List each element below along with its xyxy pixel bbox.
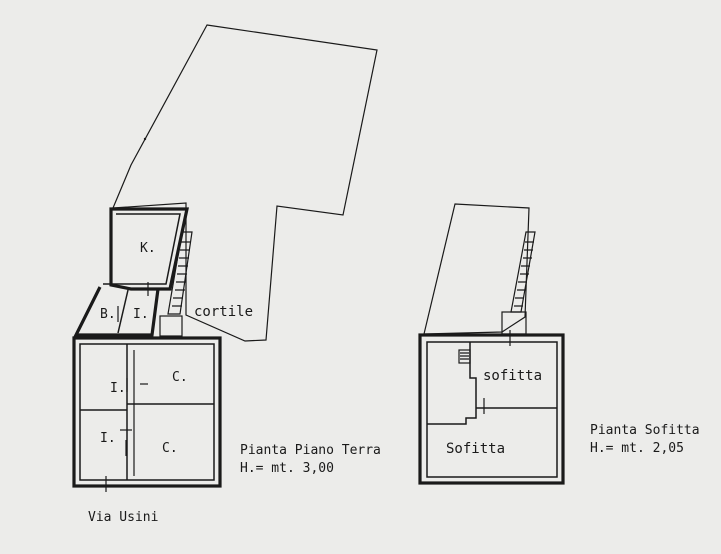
kitchen-inner-wall bbox=[103, 213, 181, 285]
staircase-landing bbox=[159, 315, 183, 337]
attic-room-label-lower: Sofitta bbox=[446, 441, 505, 457]
room-label-room-lower: C. bbox=[162, 441, 178, 456]
attic-partition bbox=[427, 342, 477, 425]
attic-stair-box bbox=[458, 349, 471, 364]
courtyard-outline bbox=[112, 24, 378, 342]
ground-staircase bbox=[167, 231, 193, 315]
room-label-hall-lower: I. bbox=[100, 431, 116, 446]
attic-door-marks bbox=[483, 330, 511, 414]
attic-inner bbox=[426, 341, 558, 478]
ground-floor-title: Pianta Piano Terra bbox=[240, 443, 381, 458]
room-label-hall-middle: I. bbox=[110, 381, 126, 396]
room-label-hall-upper: I. bbox=[133, 307, 149, 322]
attic-height: H.= mt. 2,05 bbox=[590, 441, 684, 456]
main-block-inner bbox=[79, 343, 215, 481]
bath-divider bbox=[117, 289, 129, 334]
ground-floor-height: H.= mt. 3,00 bbox=[240, 461, 334, 476]
courtyard-label: cortile bbox=[194, 304, 253, 320]
attic-plan: sofitta Sofitta Pianta Sofitta H.= mt. 2… bbox=[418, 203, 700, 485]
room-label-kitchen: K. bbox=[140, 241, 156, 256]
door-marks bbox=[105, 282, 149, 492]
main-block-walls bbox=[72, 336, 222, 488]
room-label-room-upper: C. bbox=[172, 370, 188, 385]
kitchen-block-walls bbox=[109, 207, 189, 291]
attic-title: Pianta Sofitta bbox=[590, 423, 700, 438]
attic-stair-lines bbox=[460, 352, 469, 360]
attic-room-label-upper: sofitta bbox=[483, 368, 542, 384]
street-label: Via Usini bbox=[88, 510, 158, 525]
bath-block-walls bbox=[73, 286, 160, 337]
stray-dot bbox=[143, 137, 147, 141]
attic-walls bbox=[418, 333, 565, 485]
attic-roof-outline bbox=[423, 203, 530, 335]
ground-floor-plan: K. B. I. I. C. I. C. cortile Via Usini P… bbox=[72, 24, 381, 525]
room-label-bath: B. bbox=[100, 307, 116, 322]
attic-staircase bbox=[510, 231, 536, 313]
attic-stair-landing bbox=[501, 311, 527, 335]
